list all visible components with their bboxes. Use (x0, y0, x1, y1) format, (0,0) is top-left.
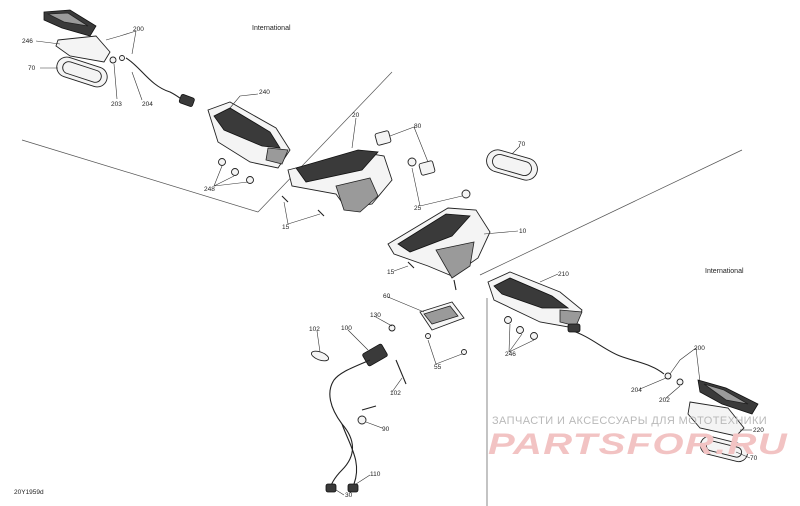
region-label-right: International (705, 268, 744, 275)
watermark-logo: PARTSFOR.RU (488, 428, 788, 461)
callout-210: 210 (558, 271, 569, 278)
lower-housing-10 (387, 207, 491, 291)
right-turn-signal-international (487, 271, 759, 463)
watermark-caption: ЗАПЧАСТИ И АКСЕССУАРЫ ДЛЯ МОТОТЕХНИКИ (492, 415, 767, 427)
callout-55: 55 (434, 364, 442, 371)
callout-70-right: 70 (750, 455, 758, 462)
callout-204-left: 204 (142, 101, 153, 108)
callout-110: 110 (370, 471, 381, 478)
callout-102-left: 102 (309, 326, 320, 333)
left-signal-housing (207, 101, 291, 184)
callout-80: 80 (414, 123, 422, 130)
callout-130: 130 (370, 312, 381, 319)
callout-200-right: 200 (694, 345, 705, 352)
callout-70-center: 70 (518, 141, 526, 148)
wiring-harness (310, 301, 467, 493)
callout-15-upper: 15 (282, 224, 290, 231)
watermark: ЗАПЧАСТИ И АКСЕССУАРЫ ДЛЯ МОТОТЕХНИКИ PA… (488, 415, 788, 461)
callout-60: 60 (383, 293, 391, 300)
callout-246-right: 246 (505, 351, 516, 358)
callout-200-left: 200 (133, 26, 144, 33)
callout-30: 30 (345, 492, 353, 499)
center-lens-70 (486, 149, 538, 181)
region-label-top-left: International (252, 25, 291, 32)
callout-25: 25 (414, 205, 422, 212)
left-turn-signal-international (43, 9, 195, 107)
callout-10: 10 (519, 228, 527, 235)
callout-90: 90 (382, 426, 390, 433)
callout-labels: 200 246 70 203 204 240 248 20 80 70 25 1… (22, 26, 764, 499)
callout-102-right: 102 (390, 390, 401, 397)
diagram-code: 20Y1959d (14, 489, 44, 496)
callout-15-lower: 15 (387, 269, 395, 276)
callout-20: 20 (352, 112, 360, 119)
callout-240: 240 (259, 89, 270, 96)
callout-246-left: 246 (22, 38, 33, 45)
callout-220: 220 (753, 427, 764, 434)
leader-lines (35, 30, 752, 496)
callout-204-right: 204 (631, 387, 642, 394)
callout-202: 202 (659, 397, 670, 404)
callout-203: 203 (111, 101, 122, 108)
callout-100: 100 (341, 325, 352, 332)
separator-lines (21, 71, 743, 506)
callout-248: 248 (204, 186, 215, 193)
callout-70-left: 70 (28, 65, 36, 72)
center-housing-20 (281, 130, 471, 217)
